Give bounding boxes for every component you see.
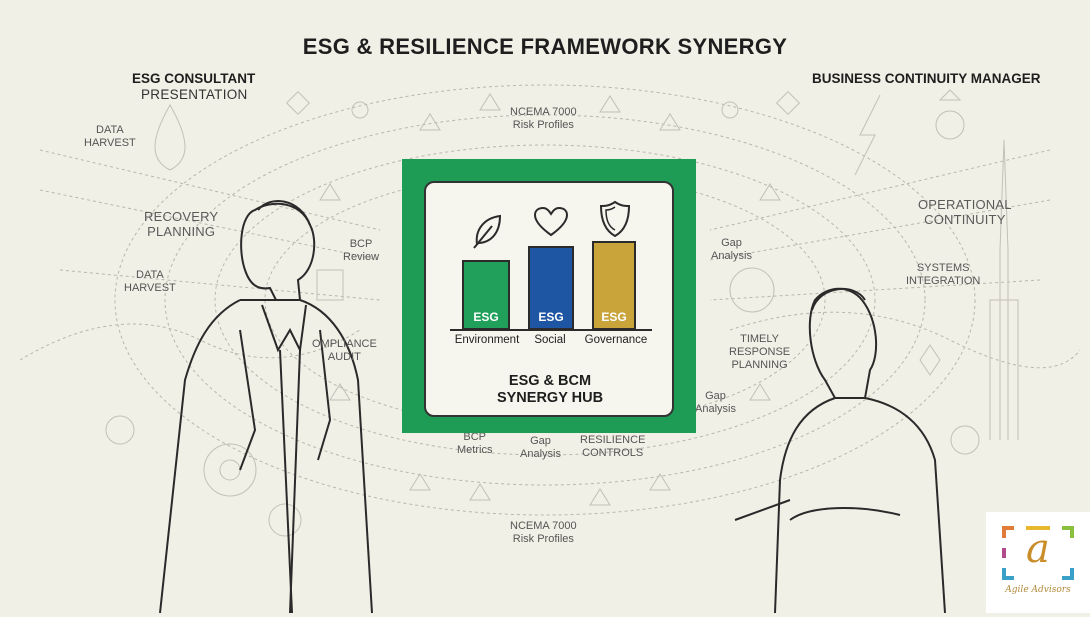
- bar-label-governance: ESG: [601, 310, 627, 324]
- page-title: ESG & RESILIENCE FRAMEWORK SYNERGY: [302, 34, 788, 59]
- logo-mark-icon: [1002, 526, 1074, 580]
- leaf-icon: [473, 214, 502, 249]
- left-role-subtitle: PRESENTATION: [141, 87, 248, 102]
- shield-icon: [599, 200, 631, 238]
- category-social: Social: [534, 334, 566, 346]
- category-governance: Governance: [584, 334, 648, 346]
- logo-letter: a: [1026, 526, 1050, 572]
- bar-label-social: ESG: [538, 310, 564, 324]
- left-role-title: ESG CONSULTANT: [132, 71, 256, 86]
- logo-caption: Agile Advisors: [1005, 585, 1071, 595]
- bar-social: ESG: [528, 246, 574, 330]
- bar-governance: ESG: [592, 241, 636, 330]
- bar-label-environment: ESG: [473, 310, 499, 324]
- chart-baseline: [450, 329, 652, 331]
- bar-environment: ESG: [462, 260, 510, 330]
- agile-advisors-logo: a Agile Advisors: [986, 512, 1090, 613]
- heart-icon: [533, 206, 569, 237]
- category-environment: Environment: [454, 334, 520, 346]
- right-role-title: BUSINESS CONTINUITY MANAGER: [812, 71, 1041, 86]
